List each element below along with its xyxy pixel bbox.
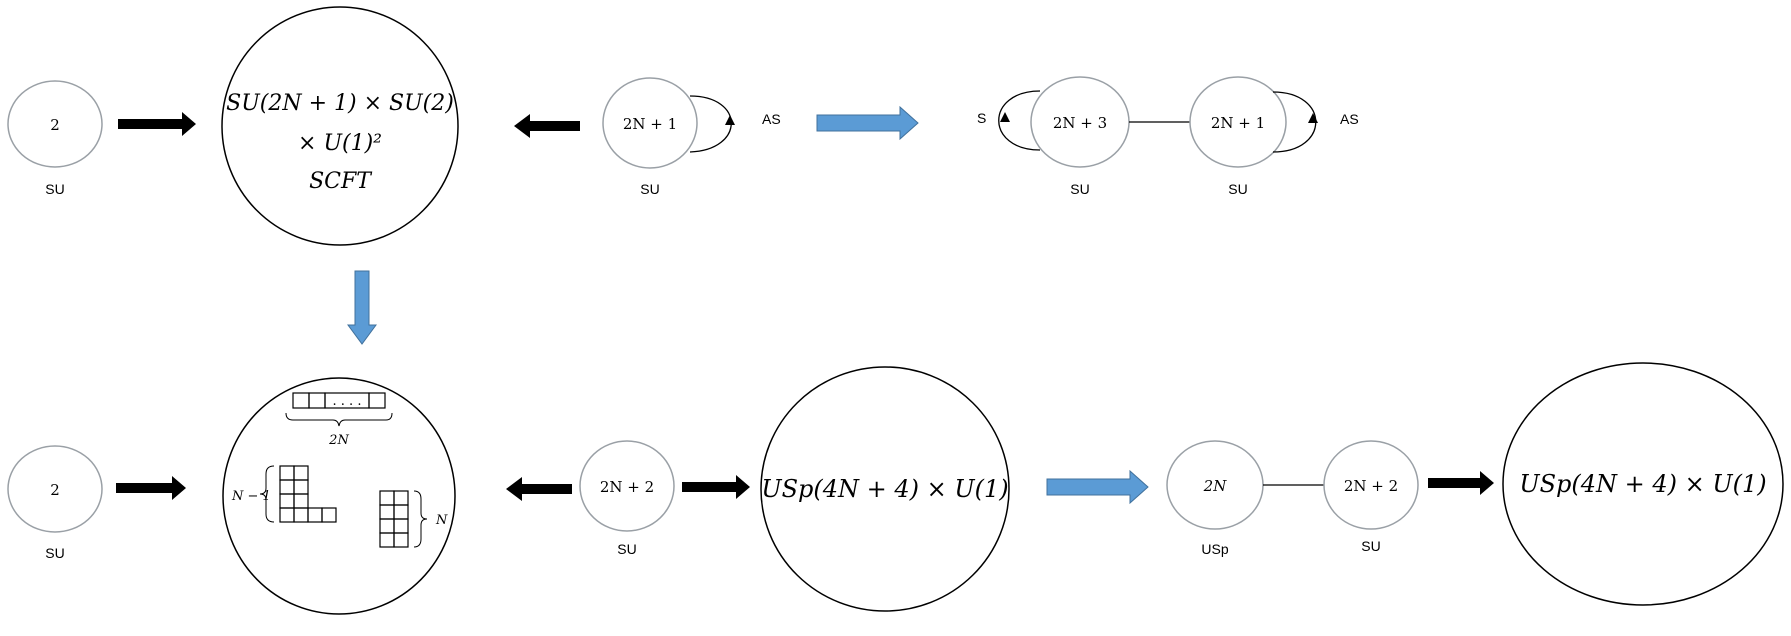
tableau-dots: . . . .	[333, 394, 362, 409]
top-su2n1-node: 2N + 1 AS SU	[602, 77, 781, 197]
bottom-su2-node: 2 SU	[7, 445, 103, 561]
usp1-text: USp(4N + 4) × U(1)	[761, 475, 1008, 503]
top-quiver-left-group: SU	[1070, 181, 1089, 197]
scft-line1: SU(2N + 1) × SU(2)	[226, 91, 454, 116]
scft-line3: SCFT	[309, 169, 373, 194]
blue-arrow-down	[347, 270, 377, 345]
black-arrow	[118, 112, 196, 136]
scft-node: SU(2N + 1) × SU(2) × U(1)² SCFT	[221, 6, 459, 246]
top-brace	[285, 412, 393, 427]
bottom-quiver: 2N USp 2N + 2 SU	[1166, 440, 1419, 557]
blue-arrow	[816, 105, 919, 141]
top-su2n1-group: SU	[640, 181, 659, 197]
as-loop-label-right: AS	[1340, 111, 1359, 127]
top-quiver-left-value: 2N + 3	[1053, 114, 1107, 132]
young-row-tableau	[292, 392, 386, 409]
bottom-su2n2-group: SU	[617, 541, 636, 557]
blue-arrow	[1046, 469, 1149, 505]
top-quiver-right-group: SU	[1228, 181, 1247, 197]
top-su2-node: 2 SU	[7, 80, 103, 197]
scft-line2: × U(1)²	[298, 131, 382, 156]
black-arrow	[1428, 471, 1494, 495]
bottom-su2n2-value: 2N + 2	[600, 478, 654, 496]
top-su2-group: SU	[45, 181, 64, 197]
tableau-top-label: 2N	[328, 433, 349, 448]
left-brace	[259, 465, 275, 523]
tableau-left-label: N − 1	[231, 489, 271, 504]
top-su2n1-value: 2N + 1	[623, 115, 677, 133]
l-shaped-tableau	[279, 465, 337, 523]
usp-node-2: USp(4N + 4) × U(1)	[1502, 362, 1784, 606]
bottom-quiver-right-group: SU	[1361, 538, 1380, 554]
usp2-text: USp(4N + 4) × U(1)	[1519, 470, 1766, 498]
black-arrow	[506, 477, 572, 501]
bottom-quiver-right-value: 2N + 2	[1344, 477, 1398, 495]
top-su2-value: 2	[50, 116, 60, 134]
tableau-right-label: N	[435, 513, 448, 528]
bottom-quiver-left-value: 2N	[1203, 477, 1228, 495]
as-loop-label: AS	[762, 111, 781, 127]
bottom-quiver-left-group: USp	[1201, 541, 1228, 557]
s-loop-label: S	[977, 110, 986, 126]
black-arrow	[514, 114, 580, 138]
black-arrow	[682, 475, 750, 499]
right-brace	[413, 490, 428, 548]
top-quiver-right-value: 2N + 1	[1211, 114, 1265, 132]
bottom-su2-group: SU	[45, 545, 64, 561]
black-arrow	[116, 476, 186, 500]
bottom-su2n2-node: 2N + 2 SU	[579, 440, 675, 557]
top-quiver: S 2N + 3 SU 2N + 1 SU AS	[977, 76, 1359, 197]
tableau-node: . . . . 2N N − 1	[222, 377, 456, 615]
bottom-su2-value: 2	[50, 481, 60, 499]
column-tableau	[379, 490, 409, 548]
usp-node-1: USp(4N + 4) × U(1)	[760, 366, 1010, 612]
